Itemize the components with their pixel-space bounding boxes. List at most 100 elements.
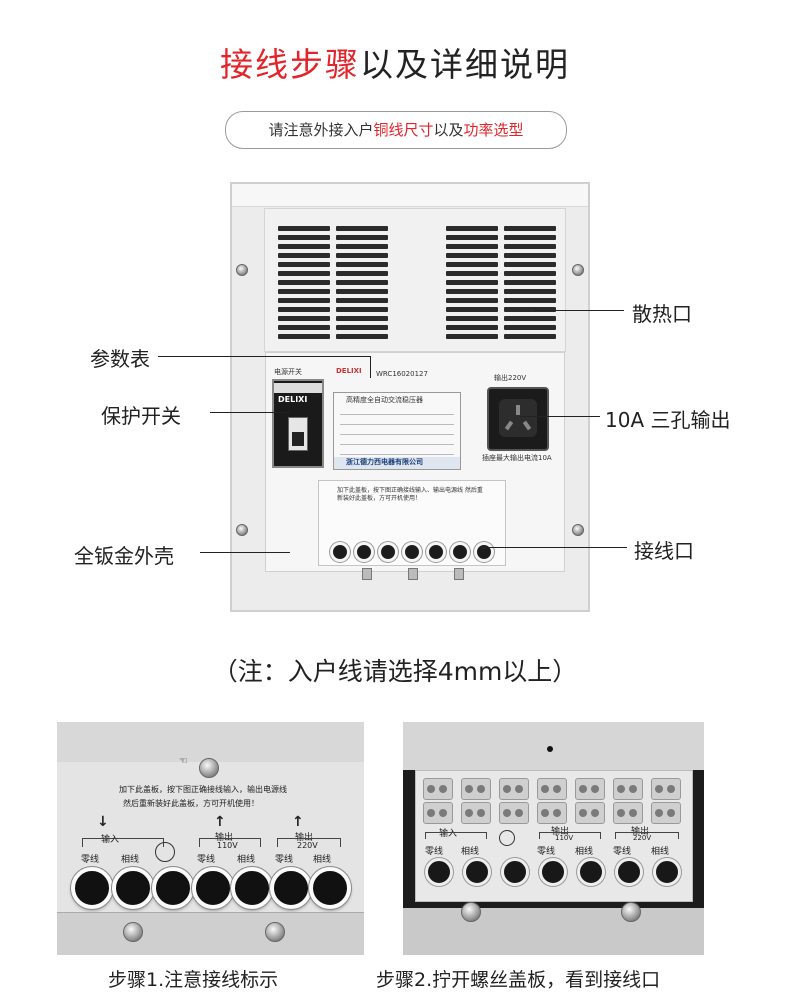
step2-photo: 输入 输出 110V 输出 220V 零线 相线 零线 相线 零线 相线: [403, 722, 704, 955]
terminal-notice: 加下此盖板，按下图正确接线输入、输出电源线 然后重新装好此盖板，方可开机使用！: [337, 487, 483, 502]
callout-terminal-dot: [481, 545, 486, 550]
terminal-hole: [309, 867, 351, 909]
vent-grille-1: [278, 226, 330, 339]
protection-switch: DELIXI: [272, 379, 324, 468]
zero-label: 零线: [613, 847, 632, 857]
callout-params-drop: [370, 356, 371, 378]
wiring-note: （注：入户线请选择4mm以上）: [212, 657, 578, 686]
three-pin-socket: [487, 387, 549, 451]
terminal-hole: [501, 858, 529, 886]
parameter-plate: 高精度全自动交流稳压器 浙江德力西电器有限公司: [333, 392, 461, 470]
terminal-hole: [152, 867, 194, 909]
hand-icon: ☜: [179, 756, 188, 767]
title-red: 接线步骤: [220, 45, 360, 84]
terminal-hole: [330, 542, 350, 562]
callout-vent-line: [534, 310, 624, 311]
phase-label: 相线: [121, 855, 140, 865]
subtitle-mid: 以及: [433, 121, 464, 139]
arrow-up-icon: ↑: [292, 814, 304, 830]
terminal-hole: [270, 867, 312, 909]
zero-label: 零线: [425, 847, 444, 857]
screw: [236, 264, 248, 276]
terminal-hole: [450, 542, 470, 562]
zero-label: 零线: [537, 847, 556, 857]
terminal-hole: [425, 858, 453, 886]
terminal-hole: [354, 542, 374, 562]
vent-grille-4: [504, 226, 556, 339]
callout-vent: 散热口: [632, 302, 692, 326]
output110-voltage: 110V: [217, 841, 238, 850]
terminal-hole: [577, 858, 605, 886]
plate-title: 高精度全自动交流稳压器: [346, 396, 423, 404]
switch-toggle: [288, 417, 308, 451]
subtitle-prefix: 请注意外接入户: [268, 121, 374, 139]
output110-voltage: 110V: [555, 834, 574, 842]
screw: [199, 758, 219, 778]
step1-photo: ☜ 加下此盖板，按下图正确接线输入，输出电源线 然后重新装好此盖板，方可开机使用…: [57, 722, 364, 955]
page-title: 接线步骤以及详细说明: [0, 38, 790, 86]
terminal-hole: [231, 867, 273, 909]
callout-switch-line: [210, 412, 290, 413]
vent-grille-2: [336, 226, 388, 339]
step2-caption: 步骤2.拧开螺丝盖板，看到接线口: [376, 969, 661, 991]
terminal-hole: [71, 867, 113, 909]
ground-icon: [155, 842, 175, 862]
switch-label: 电源开关: [274, 368, 302, 376]
subtitle-red2: 功率选型: [463, 121, 524, 139]
manufacturer-name: 浙江德力西电器有限公司: [346, 458, 423, 466]
plate-brand: DELIXI: [336, 367, 362, 375]
terminal-hole: [463, 858, 491, 886]
device-top-edge: [232, 184, 588, 207]
callout-params: 参数表: [90, 347, 150, 371]
terminal-hole: [653, 858, 681, 886]
notice-line2: 然后重新装好此盖板，方可开机使用！: [123, 799, 259, 808]
terminal-bolt: [454, 568, 464, 580]
notice-line1: 加下此盖板，按下图正确接线输入，输出电源线: [119, 785, 287, 794]
screw: [123, 922, 143, 942]
output220-voltage: 220V: [297, 841, 318, 850]
model-number: WRC16020127: [376, 370, 428, 378]
subtitle-pill: 请注意外接入户铜线尺寸以及功率选型: [225, 111, 567, 149]
screw: [265, 922, 285, 942]
screw: [461, 902, 481, 922]
zero-label: 零线: [275, 855, 294, 865]
input-label: 输入: [101, 835, 120, 845]
terminal-hole: [378, 542, 398, 562]
arrow-up-icon: ↑: [214, 814, 226, 830]
title-black: 以及详细说明: [360, 45, 570, 84]
regulator-device: 电源开关 DELIXI DELIXI WRC16020127 高精度全自动交流稳…: [230, 182, 590, 612]
callout-casing-line: [200, 552, 290, 553]
phase-label: 相线: [237, 855, 256, 865]
callout-params-line: [158, 356, 370, 357]
vent-grille-3: [446, 226, 498, 339]
zero-label: 零线: [81, 855, 100, 865]
callout-terminal: 接线口: [634, 539, 694, 563]
screw: [621, 902, 641, 922]
arrow-down-icon: ↓: [97, 814, 109, 830]
output-label: 输出220V: [494, 374, 527, 382]
output-note: 插座最大输出电流10A: [482, 454, 552, 462]
terminal-hole: [426, 542, 446, 562]
screw: [236, 524, 248, 536]
subtitle-red1: 铜线尺寸: [373, 121, 434, 139]
callout-casing: 全钣金外壳: [74, 544, 174, 568]
terminal-hole: [615, 858, 643, 886]
terminal-hole: [402, 542, 422, 562]
callout-terminal-line: [484, 547, 627, 548]
terminal-hole: [112, 867, 154, 909]
terminal-hole: [192, 867, 234, 909]
callout-socket: 10A 三孔输出: [605, 408, 731, 432]
terminal-bolt: [362, 568, 372, 580]
terminal-hole: [539, 858, 567, 886]
screw: [572, 264, 584, 276]
step1-caption: 步骤1.注意接线标示: [108, 969, 279, 991]
phase-label: 相线: [313, 855, 332, 865]
callout-socket-line: [520, 416, 600, 417]
zero-label: 零线: [197, 855, 216, 865]
screw: [572, 524, 584, 536]
ground-icon: [499, 830, 515, 846]
input-label: 输入: [439, 829, 458, 839]
terminal-bolt: [408, 568, 418, 580]
brand-label: DELIXI: [278, 395, 308, 404]
callout-switch: 保护开关: [101, 404, 181, 428]
